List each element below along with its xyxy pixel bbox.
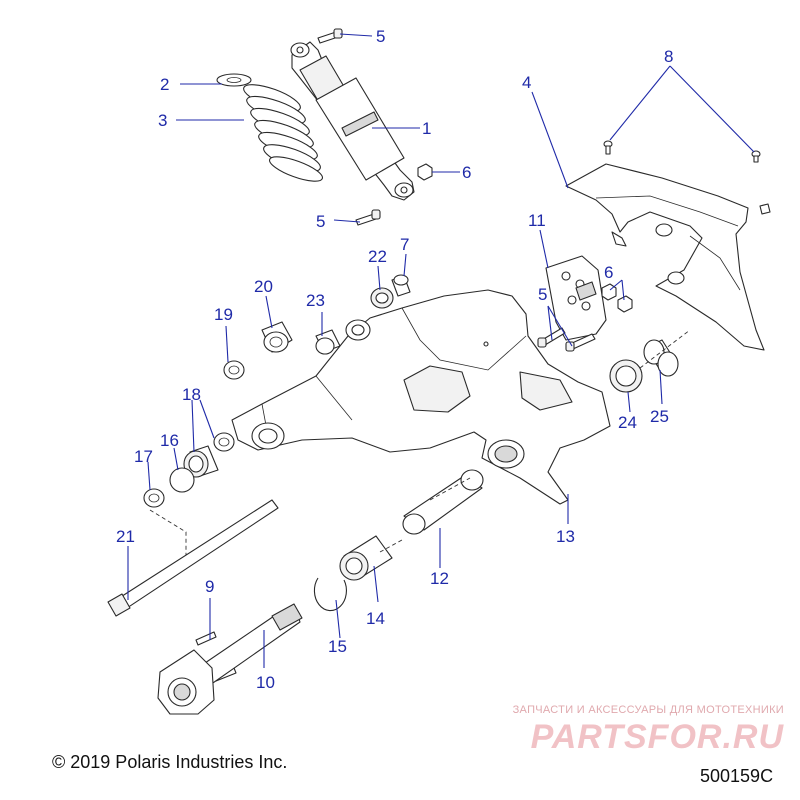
callout-18: 18 (182, 385, 201, 404)
axle-hub (157, 603, 303, 715)
nut-upper (417, 163, 433, 181)
callout-3: 3 (158, 111, 167, 130)
callout-7: 7 (400, 235, 409, 254)
copyright-notice: © 2019 Polaris Industries Inc. (52, 752, 288, 772)
swingarm (231, 289, 611, 505)
callout-numbers: 1 2 3 4 5 5 5 6 6 7 8 9 10 11 12 13 14 1… (116, 27, 673, 692)
bearing-22 (370, 287, 394, 309)
snap-ring-16 (169, 467, 195, 493)
bolt-9a (195, 631, 217, 646)
callout-1: 1 (422, 119, 431, 138)
axis-line-center (379, 477, 471, 553)
callout-8: 8 (664, 47, 673, 66)
callout-25: 25 (650, 407, 669, 426)
callout-19: 19 (214, 305, 233, 324)
callout-11: 11 (528, 211, 546, 230)
bushing-25 (643, 339, 679, 377)
callout-5-top: 5 (376, 27, 385, 46)
leader-lines (127, 33, 755, 668)
callout-13: 13 (556, 527, 575, 546)
callout-4: 4 (522, 73, 531, 92)
screw-right (751, 150, 761, 163)
snap-ring-15 (313, 577, 347, 612)
pivot-shaft (107, 499, 279, 617)
callout-9: 9 (205, 577, 214, 596)
nut-right-b (617, 295, 633, 313)
callout-14: 14 (366, 609, 385, 628)
callout-24: 24 (618, 413, 637, 432)
axis-line-right (639, 329, 691, 369)
callout-17: 17 (134, 447, 153, 466)
spring-seat (216, 73, 252, 87)
bolt-bracket-a (537, 327, 566, 348)
seal-17 (143, 488, 165, 508)
callout-21: 21 (116, 527, 135, 546)
axis-line-left (149, 509, 187, 560)
bolt-bracket-b (565, 333, 596, 352)
callout-6-upper: 6 (462, 163, 471, 182)
drawing-number: 500159C (700, 766, 774, 786)
bearing-14 (339, 535, 393, 581)
callout-23: 23 (306, 291, 325, 310)
bearing-18b (183, 445, 219, 478)
screw-left (603, 140, 613, 155)
callout-20: 20 (254, 277, 273, 296)
watermark-brand-logo: PARTSFOR.RU (530, 718, 784, 756)
bolt-middle (355, 209, 381, 226)
cap-19 (223, 360, 245, 380)
fender-guard (565, 163, 765, 351)
callout-16: 16 (160, 431, 179, 450)
callout-10: 10 (256, 673, 275, 692)
bearing-24 (609, 359, 643, 393)
callout-5-middle: 5 (316, 212, 325, 231)
callout-2: 2 (160, 75, 169, 94)
watermark-tagline: ЗАПЧАСТИ И АКСЕССУАРЫ ДЛЯ МОТОТЕХНИКИ (512, 704, 784, 716)
watermark: ЗАПЧАСТИ И АКСЕССУАРЫ ДЛЯ МОТОТЕХНИКИ PA… (484, 704, 784, 757)
callout-12: 12 (430, 569, 449, 588)
fender-clip (759, 203, 771, 215)
coil-spring (243, 84, 324, 182)
spacer-12 (402, 469, 484, 535)
seal-20 (261, 321, 293, 353)
callout-6-right: 6 (604, 263, 613, 282)
bearing-18a (213, 432, 235, 452)
bolt-top (317, 28, 343, 44)
callout-22: 22 (368, 247, 387, 266)
callout-15: 15 (328, 637, 347, 656)
mount-bracket (545, 255, 607, 341)
callout-5-bracket: 5 (538, 285, 547, 304)
bushing-7 (391, 274, 411, 297)
shock-absorber (290, 41, 415, 201)
